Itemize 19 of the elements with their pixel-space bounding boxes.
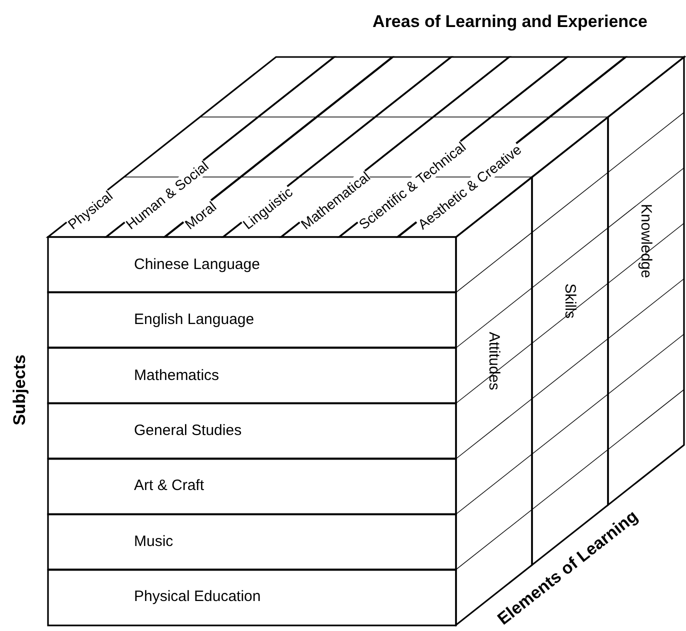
subject-row [48,570,456,625]
element-label: Knowledge [638,204,654,278]
subject-row [48,348,456,404]
subject-label: Mathematics [134,366,220,384]
subject-label: Music [134,532,174,550]
axis-title: Areas of Learning and Experience [372,12,648,32]
subject-label: English Language [134,311,254,328]
subject-label: Chinese Language [134,256,260,273]
axis-title: Subjects [10,354,30,426]
element-column [608,57,684,505]
subject-label: Physical Education [134,588,261,606]
subject-row [48,403,456,459]
subject-label: General Studies [134,422,242,439]
subject-row [48,514,456,570]
subject-row [48,458,456,514]
element-label: Attitudes [486,332,502,390]
subject-label: Art & Craft [134,477,204,494]
subject-row [48,292,456,348]
element-label: Skills [562,284,578,318]
